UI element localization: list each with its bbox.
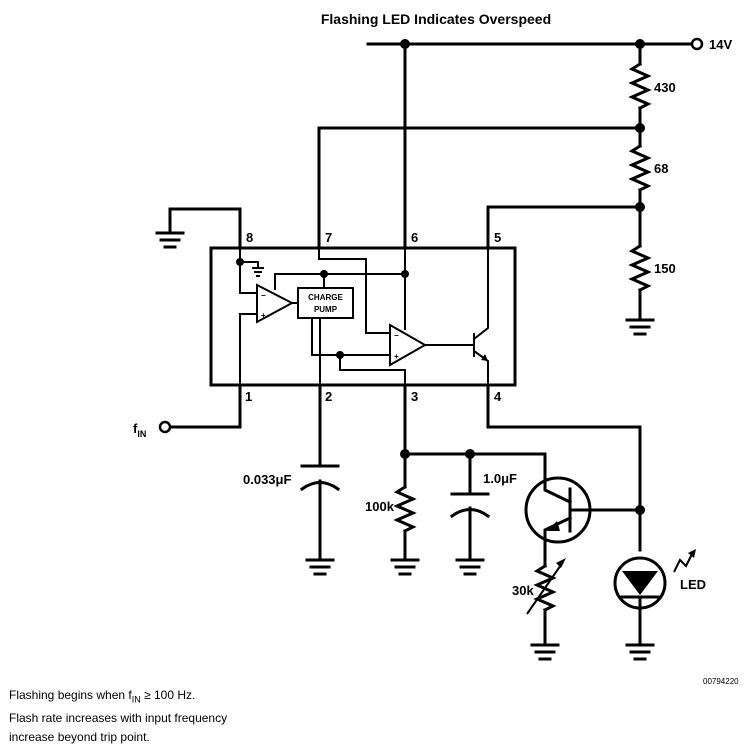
charge-pump-label-2: PUMP bbox=[314, 305, 338, 314]
pin-3-label: 3 bbox=[411, 389, 418, 404]
svg-text:+: + bbox=[261, 311, 266, 320]
note-line-3: increase beyond trip point. bbox=[9, 730, 150, 745]
capacitor-2-label: 1.0μF bbox=[483, 471, 517, 486]
pin-4-label: 4 bbox=[494, 389, 502, 404]
supply-rail bbox=[366, 37, 704, 51]
capacitor-0033uf bbox=[299, 464, 341, 562]
resistor-430 bbox=[628, 42, 652, 130]
pin-5-label: 5 bbox=[494, 230, 501, 245]
variable-resistor-30k bbox=[526, 540, 566, 647]
led-label: LED bbox=[680, 577, 706, 592]
figure-code: 00794220 bbox=[703, 677, 739, 686]
pin-6-label: 6 bbox=[411, 230, 418, 245]
capacitor-1uf bbox=[449, 452, 491, 562]
note-line-2: Flash rate increases with input frequenc… bbox=[9, 711, 228, 726]
ground-icon bbox=[455, 558, 485, 576]
ic-internal-wiring bbox=[236, 248, 489, 385]
resistor-30k-label: 30k bbox=[512, 583, 534, 598]
note-line-1: Flashing begins when fIN ≥ 100 Hz. bbox=[9, 688, 196, 705]
svg-text:−: − bbox=[261, 291, 266, 300]
input-terminal bbox=[158, 420, 172, 434]
diagram-title: Flashing LED Indicates Overspeed bbox=[321, 11, 551, 27]
supply-terminal bbox=[690, 37, 704, 51]
capacitor-1-label: 0.033μF bbox=[243, 472, 291, 487]
resistor-100k-label: 100k bbox=[365, 499, 395, 514]
svg-text:+: + bbox=[394, 352, 399, 361]
resistor-150-label: 150 bbox=[654, 261, 676, 276]
wire-pin4 bbox=[486, 383, 642, 552]
ground-icon bbox=[625, 643, 655, 661]
pin-1-label: 1 bbox=[245, 389, 252, 404]
led-icon bbox=[613, 549, 696, 647]
ground-icon bbox=[390, 558, 420, 576]
wire-pin7 bbox=[317, 126, 642, 250]
ground-icon bbox=[305, 558, 335, 576]
wire-pin5 bbox=[486, 205, 642, 250]
resistor-150 bbox=[628, 205, 652, 322]
ground-icon bbox=[530, 643, 560, 661]
resistor-68-label: 68 bbox=[654, 161, 668, 176]
ic-package bbox=[209, 246, 517, 387]
pin-8-label: 8 bbox=[246, 230, 253, 245]
charge-pump-label-1: CHARGE bbox=[308, 293, 343, 302]
pin-7-label: 7 bbox=[325, 230, 332, 245]
svg-text:−: − bbox=[394, 331, 399, 340]
wire-pin1 bbox=[168, 383, 242, 429]
ground-icon bbox=[625, 318, 655, 336]
resistor-68 bbox=[628, 126, 652, 209]
ground-icon bbox=[155, 231, 185, 249]
notes-block: Flashing begins when fIN ≥ 100 Hz. Flash… bbox=[9, 686, 227, 747]
pin-2-label: 2 bbox=[325, 389, 332, 404]
pnp-transistor bbox=[524, 476, 642, 544]
supply-voltage-label: 14V bbox=[709, 37, 732, 52]
charge-pump-block bbox=[297, 287, 354, 319]
input-label: fIN bbox=[133, 421, 146, 439]
comparator-2 bbox=[389, 323, 428, 367]
resistor-430-label: 430 bbox=[654, 80, 676, 95]
resistor-100k bbox=[393, 484, 417, 562]
comparator-1 bbox=[256, 283, 295, 324]
wire-pin8 bbox=[168, 207, 242, 250]
